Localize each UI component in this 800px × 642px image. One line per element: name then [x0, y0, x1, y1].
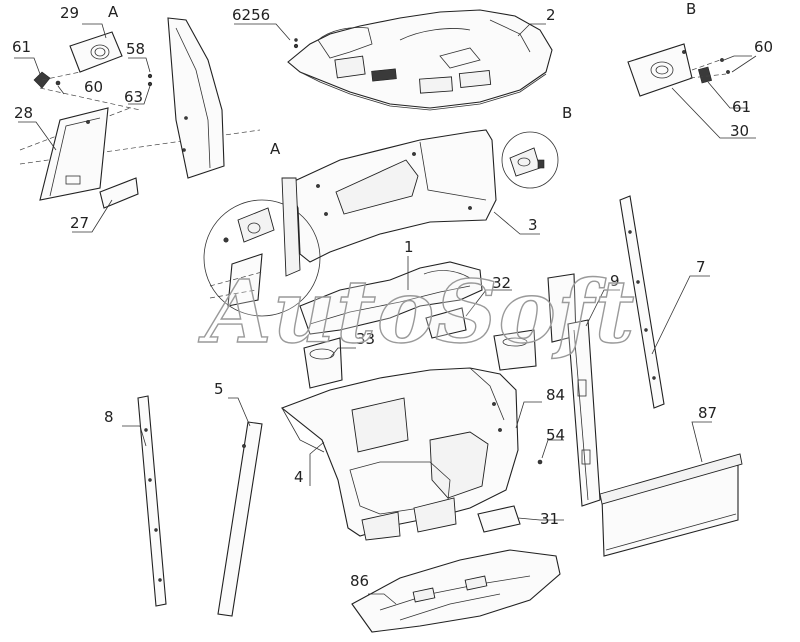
- detail-circle-a: [203, 177, 321, 317]
- callout-2: 2: [546, 6, 556, 24]
- view-label-b-top: B: [686, 0, 697, 18]
- callout-6256: 6256: [232, 6, 271, 24]
- part-2-rear-shelf: [287, 9, 553, 111]
- callout-84: 84: [546, 386, 566, 404]
- callout-9: 9: [610, 272, 620, 290]
- part-4-trunk-trim: [280, 367, 519, 541]
- callout-31: 31: [540, 510, 560, 528]
- callout-8: 8: [104, 408, 114, 426]
- fasteners-60-58-63: [55, 73, 153, 87]
- part-7-strip: [619, 195, 665, 409]
- upper-pillar-trim: [167, 17, 225, 179]
- part-32-holder: [425, 307, 467, 339]
- callout-29: 29: [60, 4, 80, 22]
- callout-5: 5: [214, 380, 224, 398]
- part-86-floor-panel: [351, 549, 561, 633]
- callout-60-a: 60: [84, 78, 104, 96]
- part-9-pillar: [567, 319, 601, 507]
- view-label-a-mid: A: [270, 140, 281, 158]
- callout-30: 30: [730, 122, 750, 140]
- part-33-holder: [303, 337, 343, 389]
- part-8-strip: [137, 395, 167, 607]
- view-label-a-top: A: [108, 3, 119, 21]
- callout-58: 58: [126, 40, 146, 58]
- callout-54: 54: [546, 426, 566, 444]
- callout-3: 3: [528, 216, 538, 234]
- callout-7: 7: [696, 258, 706, 276]
- fasteners-60-b: [720, 58, 730, 74]
- callout-28: 28: [14, 104, 34, 122]
- view-label-b-mid: B: [562, 104, 573, 122]
- part-54-fastener: [537, 459, 543, 465]
- leader-lines: [14, 23, 757, 605]
- part-61-clip-b: [697, 66, 713, 84]
- assembly-lines-a: [19, 71, 261, 165]
- assembly-lines-b: [689, 59, 727, 79]
- callout-86: 86: [350, 572, 370, 590]
- part-3-side-panel: [287, 129, 497, 263]
- part-5-strip: [217, 421, 263, 617]
- callout-1: 1: [404, 238, 414, 256]
- detail-circle-b: [501, 131, 559, 189]
- callout-27: 27: [70, 214, 90, 232]
- callout-33: 33: [356, 330, 376, 348]
- part-27-cover: [99, 177, 139, 209]
- callout-4: 4: [294, 468, 304, 486]
- part-1-crossmember: [299, 261, 483, 335]
- part-28-side-trim: [39, 107, 109, 201]
- callout-61-a: 61: [12, 38, 32, 56]
- part-30-bracket: [627, 43, 693, 97]
- callout-61-b: 61: [732, 98, 752, 116]
- part-87-cargo-cover: [599, 453, 743, 557]
- part-29-bracket: [69, 31, 123, 73]
- callout-60-b: 60: [754, 38, 774, 56]
- part-31-panel: [477, 505, 521, 533]
- callout-87: 87: [698, 404, 718, 422]
- callout-63: 63: [124, 88, 144, 106]
- callout-32: 32: [492, 274, 512, 292]
